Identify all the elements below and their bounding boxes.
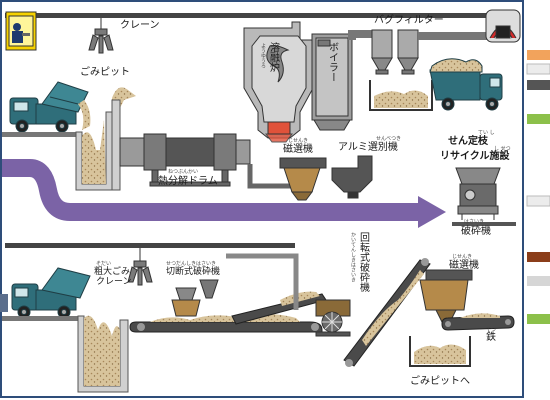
iron-conveyor [441,313,515,331]
recycling-facility-label-1: せん定枝 [448,136,488,147]
garbage-truck-top [9,81,89,133]
magnetic-separator-bottom [419,269,473,323]
legend-swatch-light [526,63,550,75]
legend-swatches [526,50,550,324]
rotary-crusher [315,299,351,337]
crane-grab [88,18,114,54]
garbage-pit-bin [409,336,471,367]
crane-label: クレーン [120,20,160,31]
melting-furnace-label: 溶融炉 [267,42,279,72]
aluminum-separator [331,155,373,199]
shredder [455,167,501,220]
dump-truck [429,58,503,111]
flow-arrow-head [418,196,446,228]
legend-swatch-dark [527,80,550,90]
garbage-pit-top [2,87,136,191]
cutting-crusher-ruby: せつだんしきはさいき [166,261,217,267]
cutting-crusher [171,279,219,317]
pyrolysis-drum-label: 熱分解ドラム [158,176,218,187]
bag-filter-label: バグフィルター [374,15,444,26]
boiler [311,33,353,131]
melting-furnace-ruby: ようゆうろ [260,43,266,68]
magnetic-separator-bottom-label: 磁選機 [449,260,479,271]
melting-furnace [243,21,313,143]
legend-swatch-brown [527,252,550,262]
shredder-label: 破砕機 [461,226,491,237]
bulky-garbage-crane-ruby: そだい [96,261,112,267]
cutting-crusher-label: 切断式破砕機 [166,267,221,277]
legend-swatch-gray [527,276,550,286]
rotary-crusher-ruby: かいてんしきはさいき [350,232,356,282]
shredder-base [452,222,516,226]
magnetic-separator-top-label: 磁選機 [283,144,313,155]
legend-swatch-green [527,114,550,124]
pyrolysis-drum [119,133,251,187]
magnetic-separator-top-ruby: じせんき [288,138,309,144]
legend-swatch-orange [527,50,550,60]
operator-booth [5,11,37,51]
bulky-garbage-pit [2,315,129,393]
recycling-facility-ruby-1: てい し [478,130,495,136]
bag-filter [371,29,419,75]
magnetic-separator-bottom-ruby: じせんき [452,254,473,260]
ash-tray [369,80,433,111]
garbage-pit-label: ごみピット [80,67,130,78]
magnetic-separator-top [279,157,327,201]
iron-label: 鉄 [486,332,496,343]
pyrolysis-drum-ruby: ねつぶんかい [168,169,199,175]
aluminum-separator-ruby: せんべつき [376,136,402,142]
crane-rail-bottom [5,243,295,248]
bulky-garbage-crane-label-1: 粗大ごみ [94,267,131,277]
stack-fan [485,9,521,43]
to-garbage-pit-label: ごみピットへ [410,376,470,387]
legend-swatch-green-2 [527,314,550,324]
bottom-conveyor-left [129,314,323,333]
shredder-ruby: はさいき [464,219,485,225]
entry-arrow-stub [0,294,8,312]
iron-ruby: てつ [486,327,496,333]
legend-swatch-light-2 [526,195,550,207]
flow-arrow-line [2,159,420,221]
recycling-facility-ruby-2: し せつ [494,146,511,152]
aluminum-separator-label: アルミ選別機 [338,142,398,153]
rotary-crusher-label: 回転式破砕機 [357,232,369,292]
bulky-garbage-truck [11,267,91,319]
incline-conveyor-2 [343,258,431,367]
bulky-garbage-crane-label-2: クレーン [96,277,132,287]
pipe [226,253,299,310]
bulky-garbage-crane-grab [127,248,153,286]
boiler-label: ボイラー [326,42,338,82]
slag-conveyor [247,164,300,189]
recycling-facility-label-2: リサイクル施設 [440,151,510,162]
crane-rail [5,13,515,18]
waste-stream [78,100,91,130]
diagram-frame [0,0,524,398]
